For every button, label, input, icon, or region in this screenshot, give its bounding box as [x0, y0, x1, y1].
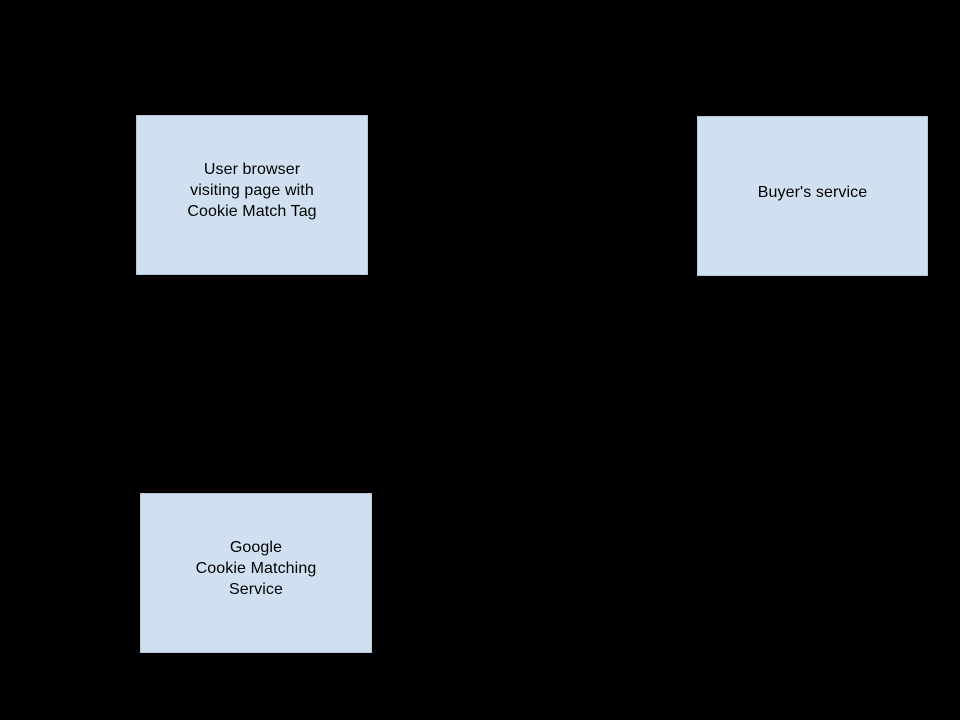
- node-buyers-service-inner: Buyer's service: [698, 182, 927, 203]
- node-user-browser-inner: User browser visiting page with Cookie M…: [137, 159, 367, 222]
- node-user-browser[interactable]: User browser visiting page with Cookie M…: [136, 115, 368, 275]
- node-google-cookie-matching-service[interactable]: Google Cookie Matching Service: [140, 493, 372, 653]
- node-google-cookie-matching-service-label: Google Cookie Matching Service: [195, 538, 317, 598]
- node-buyers-service-label: Buyer's service: [757, 183, 868, 201]
- node-buyers-service[interactable]: Buyer's service: [697, 116, 928, 276]
- node-google-cookie-matching-service-inner: Google Cookie Matching Service: [141, 537, 371, 600]
- node-user-browser-label: User browser visiting page with Cookie M…: [187, 160, 317, 220]
